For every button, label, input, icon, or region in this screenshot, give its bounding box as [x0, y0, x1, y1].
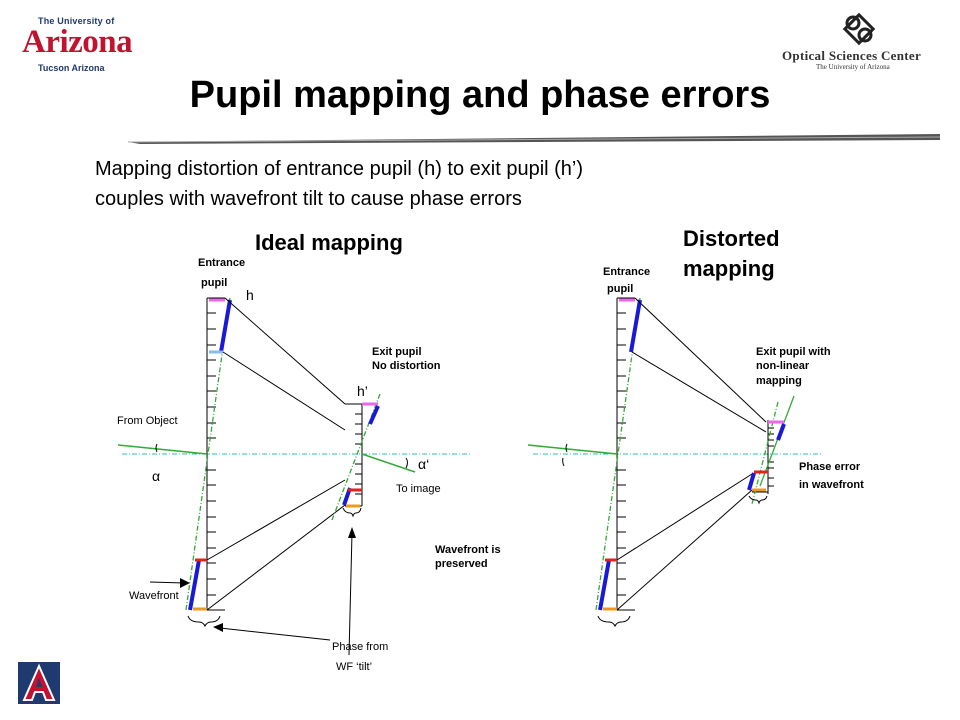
from-object-label: From Object — [117, 415, 178, 427]
wavefront-preserved-label-1: Wavefront is — [435, 544, 501, 556]
phase-callout-line-2 — [219, 627, 331, 641]
distorted-heading-line-1: Distorted — [683, 226, 780, 251]
ideal-output-ray — [361, 453, 416, 473]
osc-subtitle-text: The University of Arizona — [816, 63, 890, 71]
ideal-entrance-brace — [187, 615, 221, 628]
distorted-entrance-pupil-label-1: Entrance — [603, 266, 651, 278]
slide-title: Pupil mapping and phase errors — [189, 74, 771, 116]
ideal-entrance-pupil-label-2: pupil — [201, 277, 228, 289]
alpha-prime-label: α‘ — [418, 456, 430, 472]
h-label: h — [246, 287, 254, 303]
wavefront-preserved-label-2: preserved — [435, 558, 488, 570]
distorted-entrance-ticks — [617, 297, 635, 611]
distorted-wavefront-top — [629, 299, 642, 353]
university-top-text: The University of — [38, 16, 115, 26]
subtitle-line-1: Mapping distortion of entrance pupil (h)… — [95, 158, 584, 180]
distorted-exit-pupil-label-3: mapping — [756, 375, 802, 387]
university-location-text: Tucson Arizona — [38, 63, 105, 73]
exit-pupil-label-1: Exit pupil — [372, 346, 422, 358]
wavefront-callout-line — [149, 581, 185, 584]
distorted-exit-wavefront-top — [776, 423, 786, 441]
distorted-exit-wavefront-bottom — [747, 472, 756, 491]
phase-from-label-2: WF ‘tilt’ — [336, 661, 373, 673]
phase-from-label-1: Phase from — [332, 641, 389, 653]
osc-name-text: Optical Sciences Center — [782, 48, 922, 63]
phase-error-label-2: in wavefront — [799, 479, 864, 491]
ideal-entrance-ticks — [207, 297, 225, 611]
ideal-wavefront-bottom — [188, 559, 201, 611]
distorted-mapping-rays — [616, 297, 767, 611]
to-image-label: To image — [396, 483, 441, 495]
distorted-exit-pupil-label-2: non-linear — [756, 360, 810, 372]
slide-subtitle: Mapping distortion of entrance pupil (h)… — [95, 154, 583, 214]
distorted-entrance-brace — [597, 615, 631, 628]
osc-emblem-icon — [842, 12, 876, 46]
ideal-mapping-rays — [206, 297, 346, 611]
ideal-entrance-pupil-label-1: Entrance — [198, 257, 246, 269]
phase-callout-line-1 — [348, 532, 353, 656]
ideal-exit-wavefront-top — [368, 405, 380, 425]
alpha-label: α — [152, 468, 161, 484]
exit-pupil-label-2: No distortion — [372, 360, 441, 372]
university-a-icon — [18, 662, 60, 704]
wavefront-label: Wavefront — [129, 590, 179, 602]
ideal-wavefront-top — [219, 299, 232, 353]
ideal-exit-brace — [342, 507, 362, 518]
distorted-mapping-heading: Distorted mapping — [683, 224, 780, 284]
h-prime-label: h’ — [357, 383, 368, 399]
distorted-input-ray — [527, 444, 618, 455]
ideal-mapping-heading: Ideal mapping — [255, 230, 403, 255]
university-name-logo: Arizona — [22, 24, 133, 60]
subtitle-line-2: couples with wavefront tilt to cause pha… — [95, 188, 522, 210]
distorted-entrance-pupil-label-2: pupil — [607, 283, 634, 295]
distorted-heading-line-2: mapping — [683, 256, 775, 281]
phase-error-label-1: Phase error — [799, 461, 861, 473]
distorted-exit-pupil-label-1: Exit pupil with — [756, 346, 831, 358]
distorted-chief-ray-exit — [751, 401, 779, 505]
distorted-wavefront-bottom — [598, 559, 611, 611]
distorted-exit-brace — [748, 495, 768, 505]
ideal-input-ray — [117, 444, 208, 455]
